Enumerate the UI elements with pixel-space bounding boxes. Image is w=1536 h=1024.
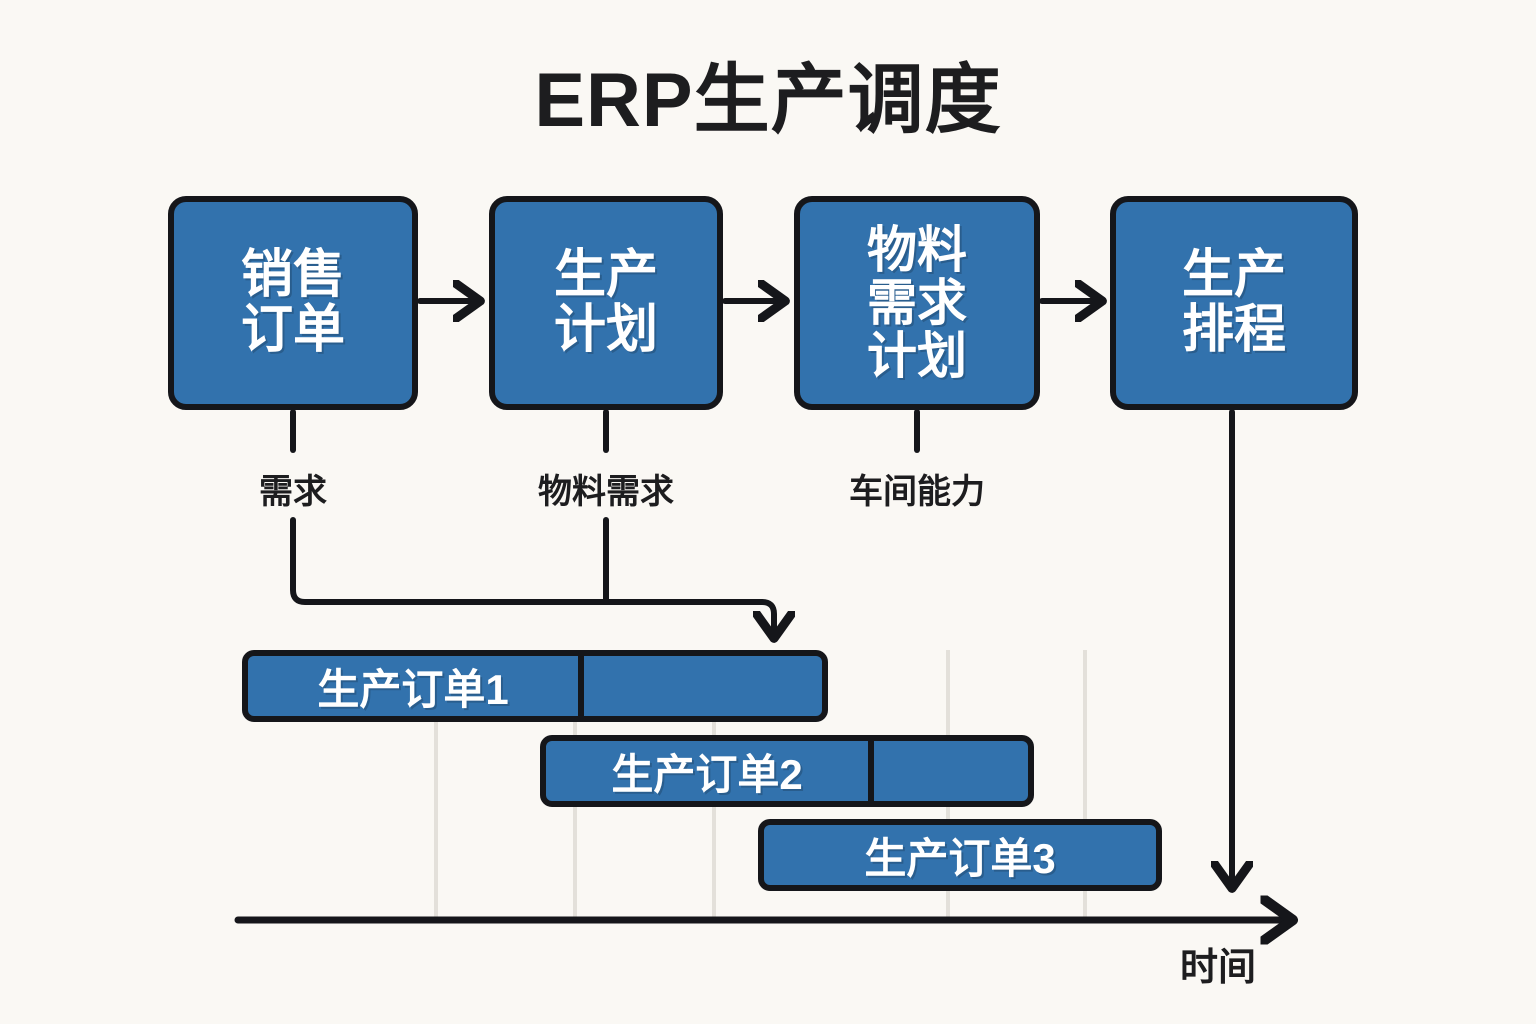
connector-label-workshop-capacity: 车间能力	[849, 473, 985, 511]
flow-box-sales-order[interactable]: 销售 订单	[168, 196, 418, 410]
gantt-feed-connectors	[290, 517, 774, 636]
label-stubs	[290, 409, 920, 453]
connector-label-material-demand: 物料需求	[538, 473, 674, 511]
gantt-bar-production-order-3[interactable]: 生产订单3	[758, 819, 1162, 891]
flow-box-line: 生产	[1181, 245, 1286, 304]
gantt-bar-segment-2	[578, 656, 822, 716]
flow-box-line: 物料	[867, 221, 967, 278]
flow-box-line: 销售	[240, 245, 345, 304]
flow-box-line: 计划	[867, 327, 967, 384]
gantt-bar-segment-2	[868, 741, 1028, 801]
connector-gantt-drop	[762, 599, 774, 636]
gantt-bar-label: 生产订单2	[611, 750, 803, 798]
flow-box-line: 订单	[240, 301, 345, 359]
flow-box-production-plan[interactable]: 生产 计划	[489, 196, 723, 410]
gantt-bar-label: 生产订单3	[864, 834, 1056, 882]
gantt-bar-production-order-2[interactable]: 生产订单2	[540, 735, 1034, 807]
flow-box-material-requirement-plan[interactable]: 物料 需求 计划	[794, 196, 1040, 410]
gantt-bar-production-order-1[interactable]: 生产订单1	[242, 650, 828, 722]
page-title: ERP生产调度	[534, 58, 1002, 143]
connector-label-demand: 需求	[259, 473, 327, 511]
flow-box-production-scheduling[interactable]: 生产 排程	[1110, 196, 1358, 410]
flow-box-line: 生产	[553, 245, 658, 304]
time-axis-label: 时间	[1179, 947, 1257, 989]
flow-box-line: 排程	[1181, 301, 1286, 359]
flow-box-line: 需求	[867, 274, 967, 331]
connector-demand-to-gantt	[290, 517, 765, 605]
gantt-bar-label: 生产订单1	[317, 665, 509, 713]
flow-box-line: 计划	[553, 301, 658, 359]
